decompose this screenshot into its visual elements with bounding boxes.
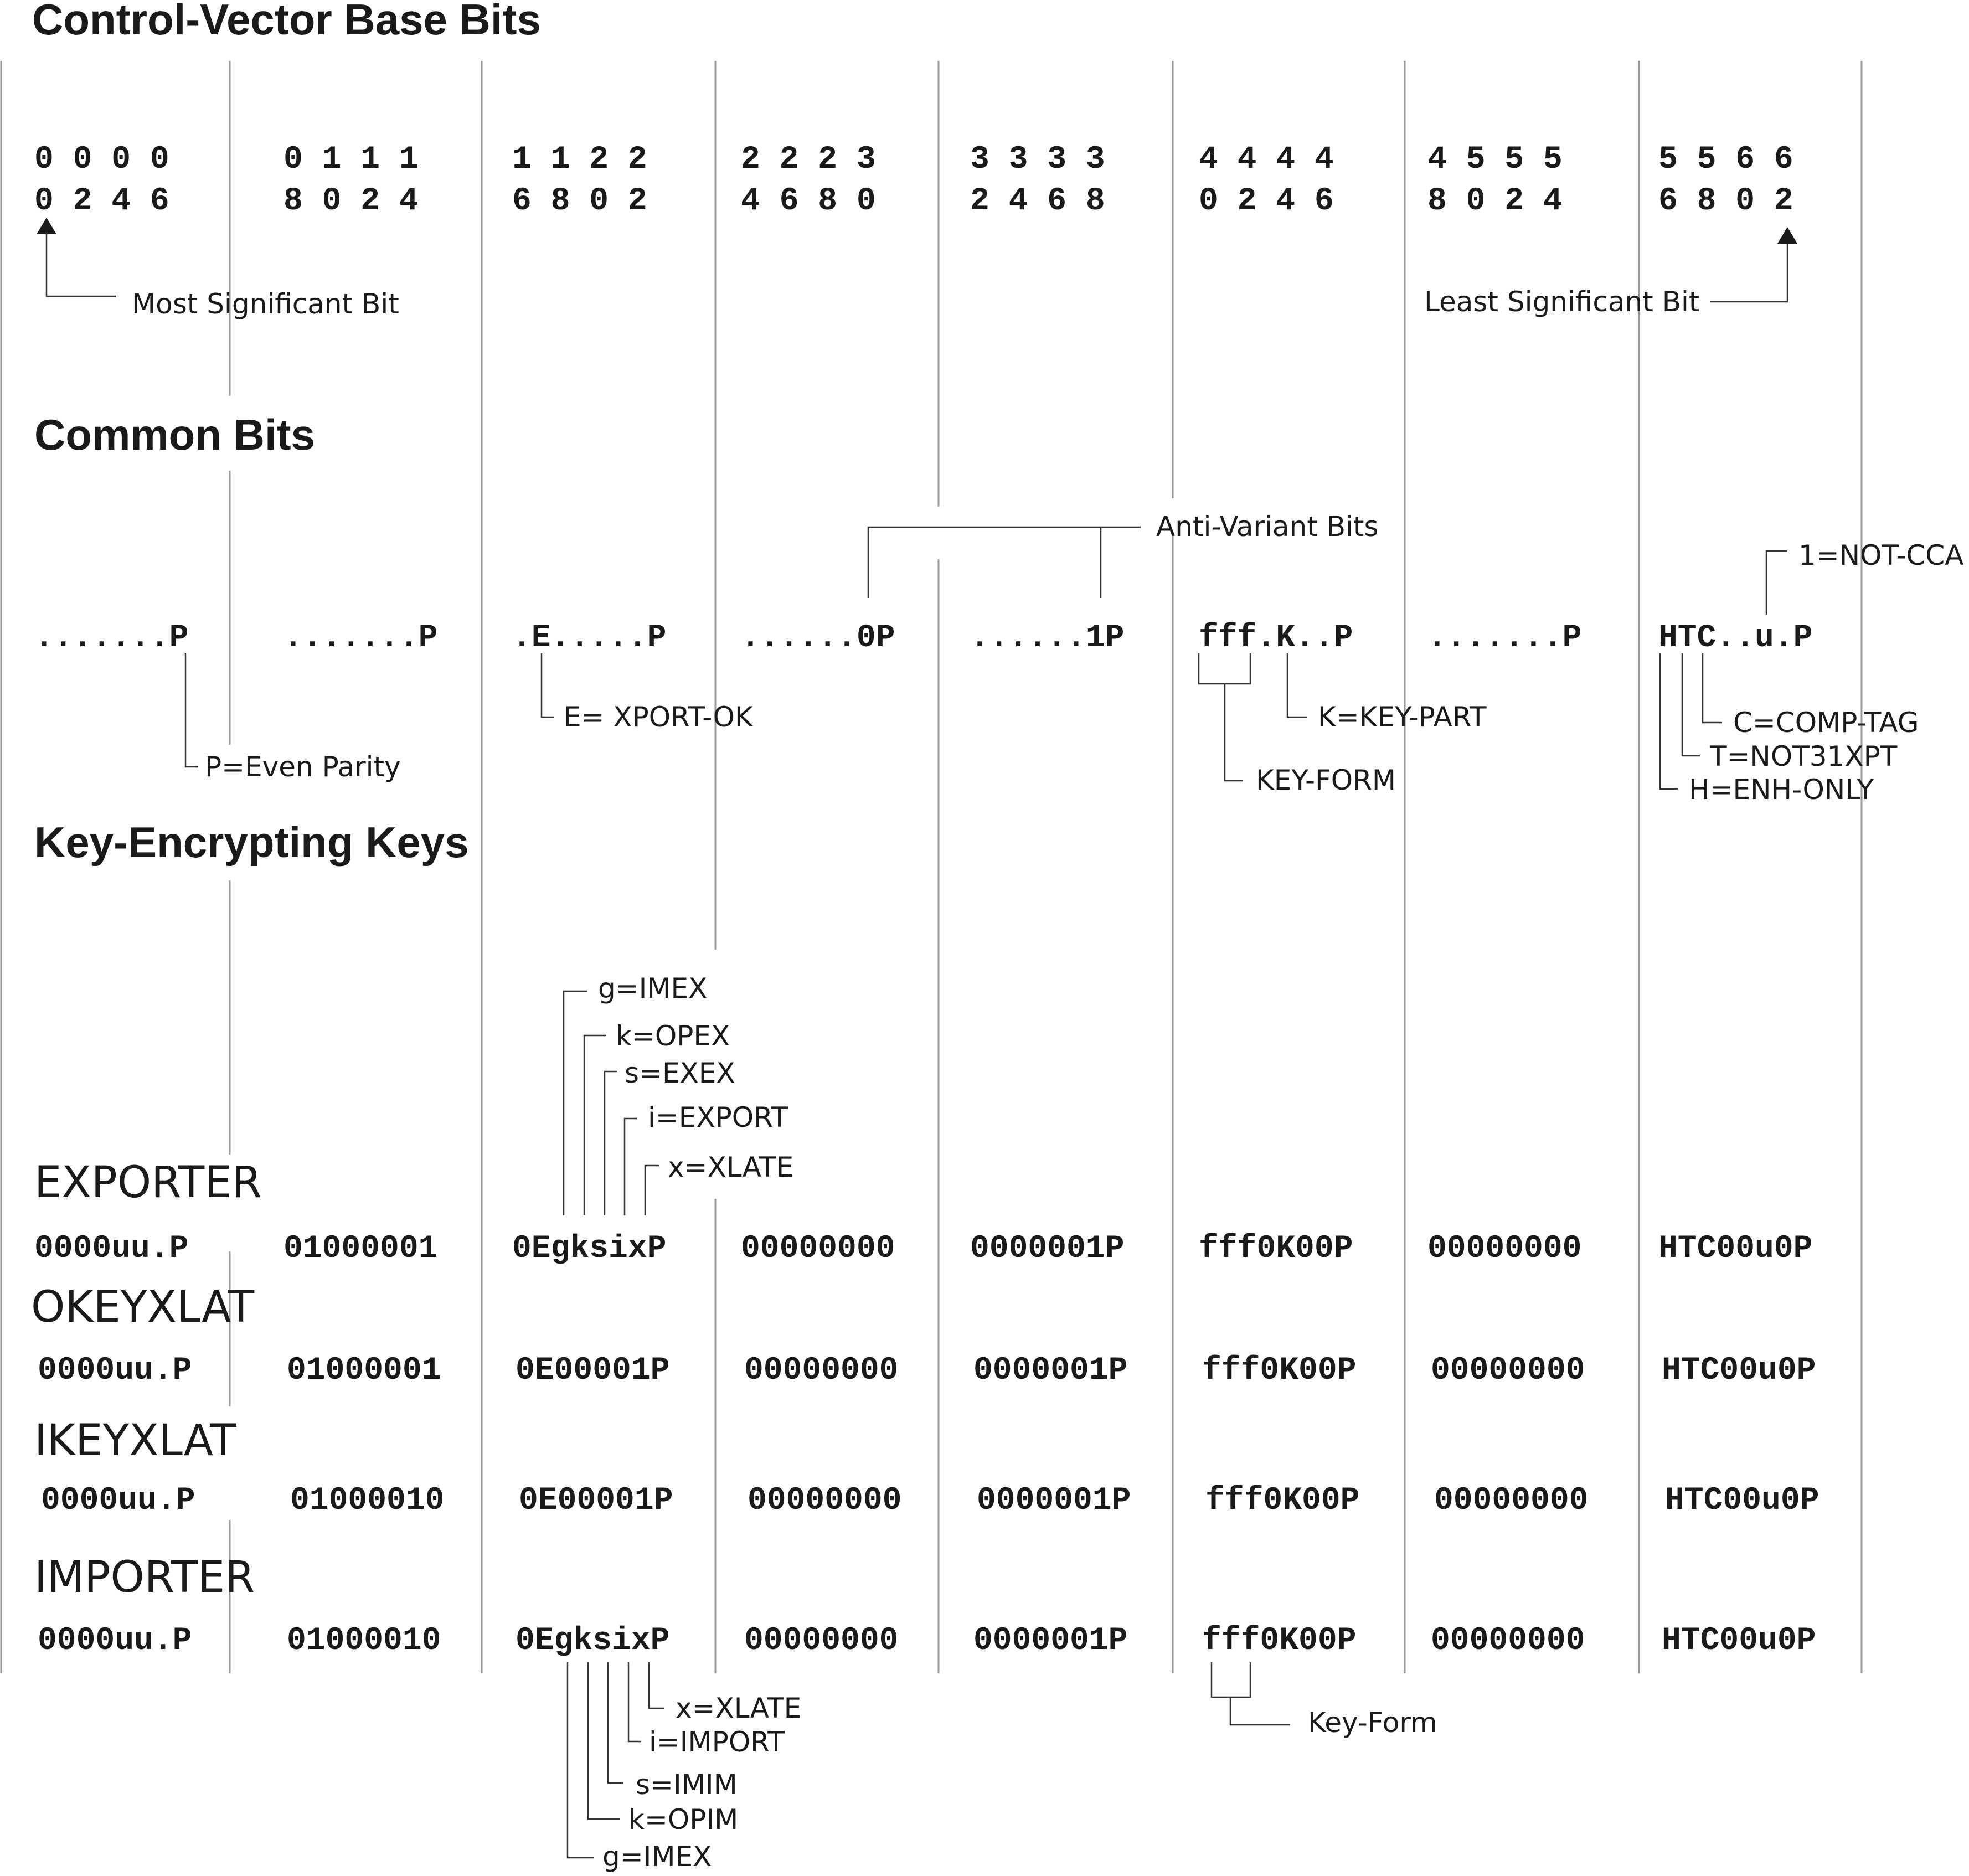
importer-label-s: s=IMIM <box>636 1769 738 1801</box>
row-value: 0000001P <box>977 1483 1131 1519</box>
row-value: 01000001 <box>287 1353 441 1389</box>
row-name: OKEYXLAT <box>31 1282 254 1332</box>
row-value: 00000000 <box>1427 1231 1581 1267</box>
bit-number-bottom: 4 6 8 0 <box>741 183 876 219</box>
row-value: fff0K00P <box>1205 1483 1359 1519</box>
not31xpt-label: T=NOT31XPT <box>1709 740 1898 772</box>
row-value: fff0K00P <box>1202 1353 1356 1389</box>
heading-key-encrypting-keys: Key-Encrypting Keys <box>34 818 469 867</box>
row-value: HTC00u0P <box>1662 1623 1816 1659</box>
anti-variant-label: Anti-Variant Bits <box>1156 511 1379 543</box>
exporter-label-s: s=EXEX <box>625 1057 735 1089</box>
bit-number-top: 4 5 5 5 <box>1427 142 1563 178</box>
row-value: 0E00001P <box>519 1483 673 1519</box>
row-value: 00000000 <box>744 1623 898 1659</box>
bit-number-top: 0 1 1 1 <box>284 142 419 178</box>
bit-number-top: 5 5 6 6 <box>1658 142 1793 178</box>
common-bit-field: .......P <box>1427 620 1581 656</box>
heading-base-bits: Control-Vector Base Bits <box>32 0 541 44</box>
importer-label-g: g=IMEX <box>602 1841 712 1873</box>
row-value: HTC00u0P <box>1665 1483 1819 1519</box>
exporter-label-i: i=EXPORT <box>648 1101 788 1133</box>
importer-label-x: x=XLATE <box>676 1692 801 1724</box>
bit-number-bottom: 0 2 4 6 <box>34 183 169 219</box>
row-value: 00000000 <box>1434 1483 1588 1519</box>
bit-number-top: 1 1 2 2 <box>512 142 647 178</box>
row-value: 0EgksixP <box>516 1623 669 1659</box>
common-bit-fields: .......P .......P .E.....P ......0P ......1P… <box>34 620 1812 656</box>
row-name: IMPORTER <box>34 1553 255 1602</box>
exporter-label-x: x=XLATE <box>668 1151 793 1183</box>
bit-number-top: 0 0 0 0 <box>34 142 169 178</box>
xport-ok-label: E= XPORT-OK <box>564 701 754 733</box>
row-value: 0E00001P <box>516 1353 669 1389</box>
base-bit-numbers: 0 0 0 0 0 2 4 6 0 1 1 1 8 0 2 4 1 1 2 2 6 8 0… <box>34 142 1793 219</box>
common-bit-field: HTC..u.P <box>1658 620 1812 656</box>
msb-arrow-icon <box>37 218 56 234</box>
exporter-label-g: g=IMEX <box>598 972 707 1004</box>
common-bit-field: ......0P <box>741 620 895 656</box>
key-form-label: KEY-FORM <box>1256 764 1396 796</box>
row-value: 00000000 <box>1431 1353 1585 1389</box>
row-value: 00000000 <box>1431 1623 1585 1659</box>
row-value: 0000uu.P <box>38 1623 192 1659</box>
bit-number-bottom: 6 8 0 2 <box>512 183 647 219</box>
not-cca-label: 1=NOT-CCA <box>1798 539 1964 571</box>
common-bit-annotations: Anti-Variant Bits 1=NOT-CCA P=Even Parit… <box>184 511 1964 806</box>
common-bit-field: .E.....P <box>512 620 666 656</box>
importer-label-i: i=IMPORT <box>649 1726 785 1758</box>
lsb-label: Least Significant Bit <box>1424 286 1700 318</box>
row-value: 0EgksixP <box>512 1231 666 1267</box>
row-value: 00000000 <box>741 1231 895 1267</box>
common-bit-field: fff.K..P <box>1199 620 1353 656</box>
importer-label-k: k=OPIM <box>628 1803 738 1836</box>
bit-number-top: 3 3 3 3 <box>970 142 1105 178</box>
row-name: IKEYXLAT <box>34 1416 236 1466</box>
common-bit-field: .......P <box>34 620 188 656</box>
bit-number-bottom: 0 2 4 6 <box>1199 183 1334 219</box>
even-parity-label: P=Even Parity <box>205 751 401 783</box>
key-form-bottom-label: Key-Form <box>1308 1707 1437 1739</box>
msb-pointer: Most Significant Bit <box>37 218 399 320</box>
column-dividers <box>0 61 1863 1673</box>
bit-number-top: 2 2 2 3 <box>741 142 876 178</box>
heading-common-bits: Common Bits <box>34 410 315 459</box>
importer-bit-annotations: x=XLATE i=IMPORT s=IMIM k=OPIM g=IMEX Ke… <box>566 1662 1437 1873</box>
bit-number-bottom: 8 0 2 4 <box>1427 183 1563 219</box>
bit-number-bottom: 2 4 6 8 <box>970 183 1105 219</box>
row-name: EXPORTER <box>34 1158 262 1208</box>
row-value: 0000uu.P <box>38 1353 192 1389</box>
row-value: 0000001P <box>973 1623 1127 1659</box>
row-value: 01000010 <box>290 1483 444 1519</box>
key-rows: EXPORTER 0000uu.P 01000001 0EgksixP 00000000… <box>31 1158 1819 1659</box>
common-bit-field: ......1P <box>970 620 1124 656</box>
row-value: 0000001P <box>973 1353 1127 1389</box>
row-value: 01000001 <box>284 1231 437 1267</box>
row-value: HTC00u0P <box>1662 1353 1816 1389</box>
row-value: 0000uu.P <box>34 1231 188 1267</box>
row-value: fff0K00P <box>1202 1623 1356 1659</box>
exporter-bit-annotations: g=IMEX k=OPEX s=EXEX i=EXPORT x=XLATE <box>563 972 793 1215</box>
row-value: 00000000 <box>748 1483 901 1519</box>
exporter-label-k: k=OPEX <box>616 1020 730 1052</box>
row-value: 0000uu.P <box>41 1483 195 1519</box>
bit-number-bottom: 8 0 2 4 <box>284 183 419 219</box>
comp-tag-label: C=COMP-TAG <box>1733 707 1919 739</box>
msb-label: Most Significant Bit <box>132 288 399 320</box>
row-value: fff0K00P <box>1199 1231 1353 1267</box>
enh-only-label: H=ENH-ONLY <box>1689 774 1874 806</box>
common-bit-field: .......P <box>284 620 437 656</box>
bit-number-top: 4 4 4 4 <box>1199 142 1334 178</box>
bit-number-bottom: 6 8 0 2 <box>1658 183 1793 219</box>
row-value: 0000001P <box>970 1231 1124 1267</box>
row-value: HTC00u0P <box>1658 1231 1812 1267</box>
row-value: 01000010 <box>287 1623 441 1659</box>
key-part-label: K=KEY-PART <box>1318 701 1487 733</box>
row-value: 00000000 <box>744 1353 898 1389</box>
lsb-arrow-icon <box>1777 227 1797 244</box>
lsb-pointer: Least Significant Bit <box>1424 227 1797 318</box>
